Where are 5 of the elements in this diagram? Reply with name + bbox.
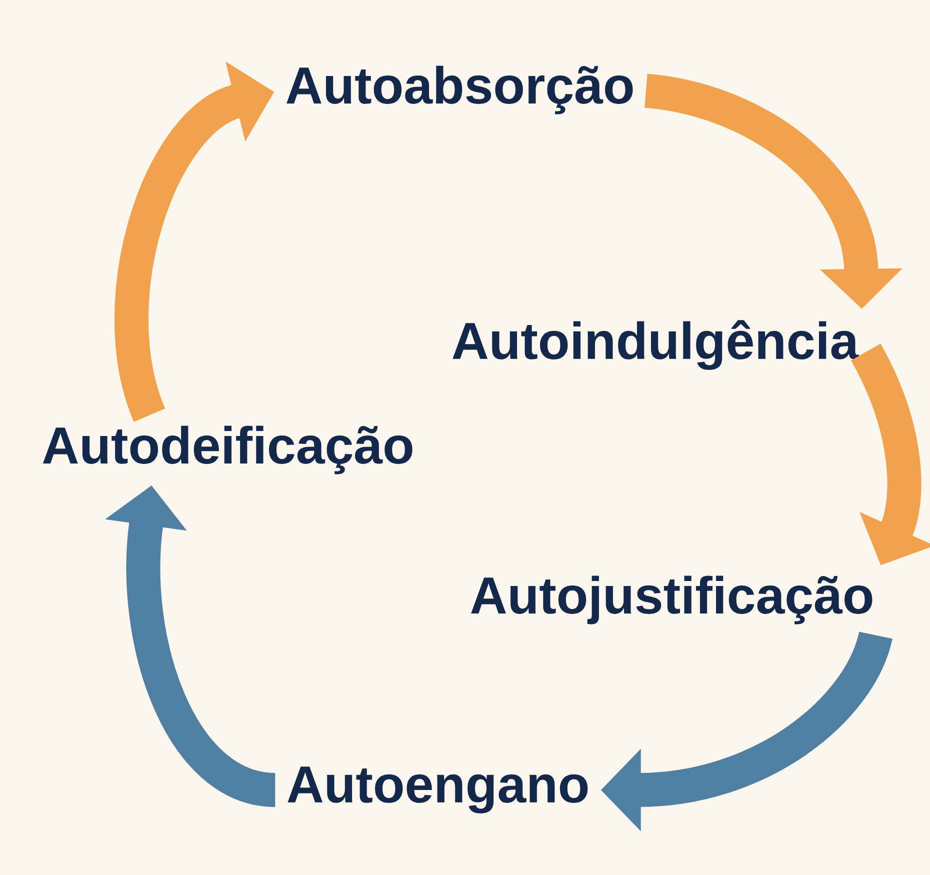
cycle-label: Autoabsorção [286, 66, 633, 114]
cycle-label: Autodeificação [42, 426, 412, 474]
cycle-label: Autoindulgência [452, 320, 860, 370]
cycle-label: Autojustificação [471, 576, 872, 624]
cycle-label: Autoengano [288, 766, 588, 814]
